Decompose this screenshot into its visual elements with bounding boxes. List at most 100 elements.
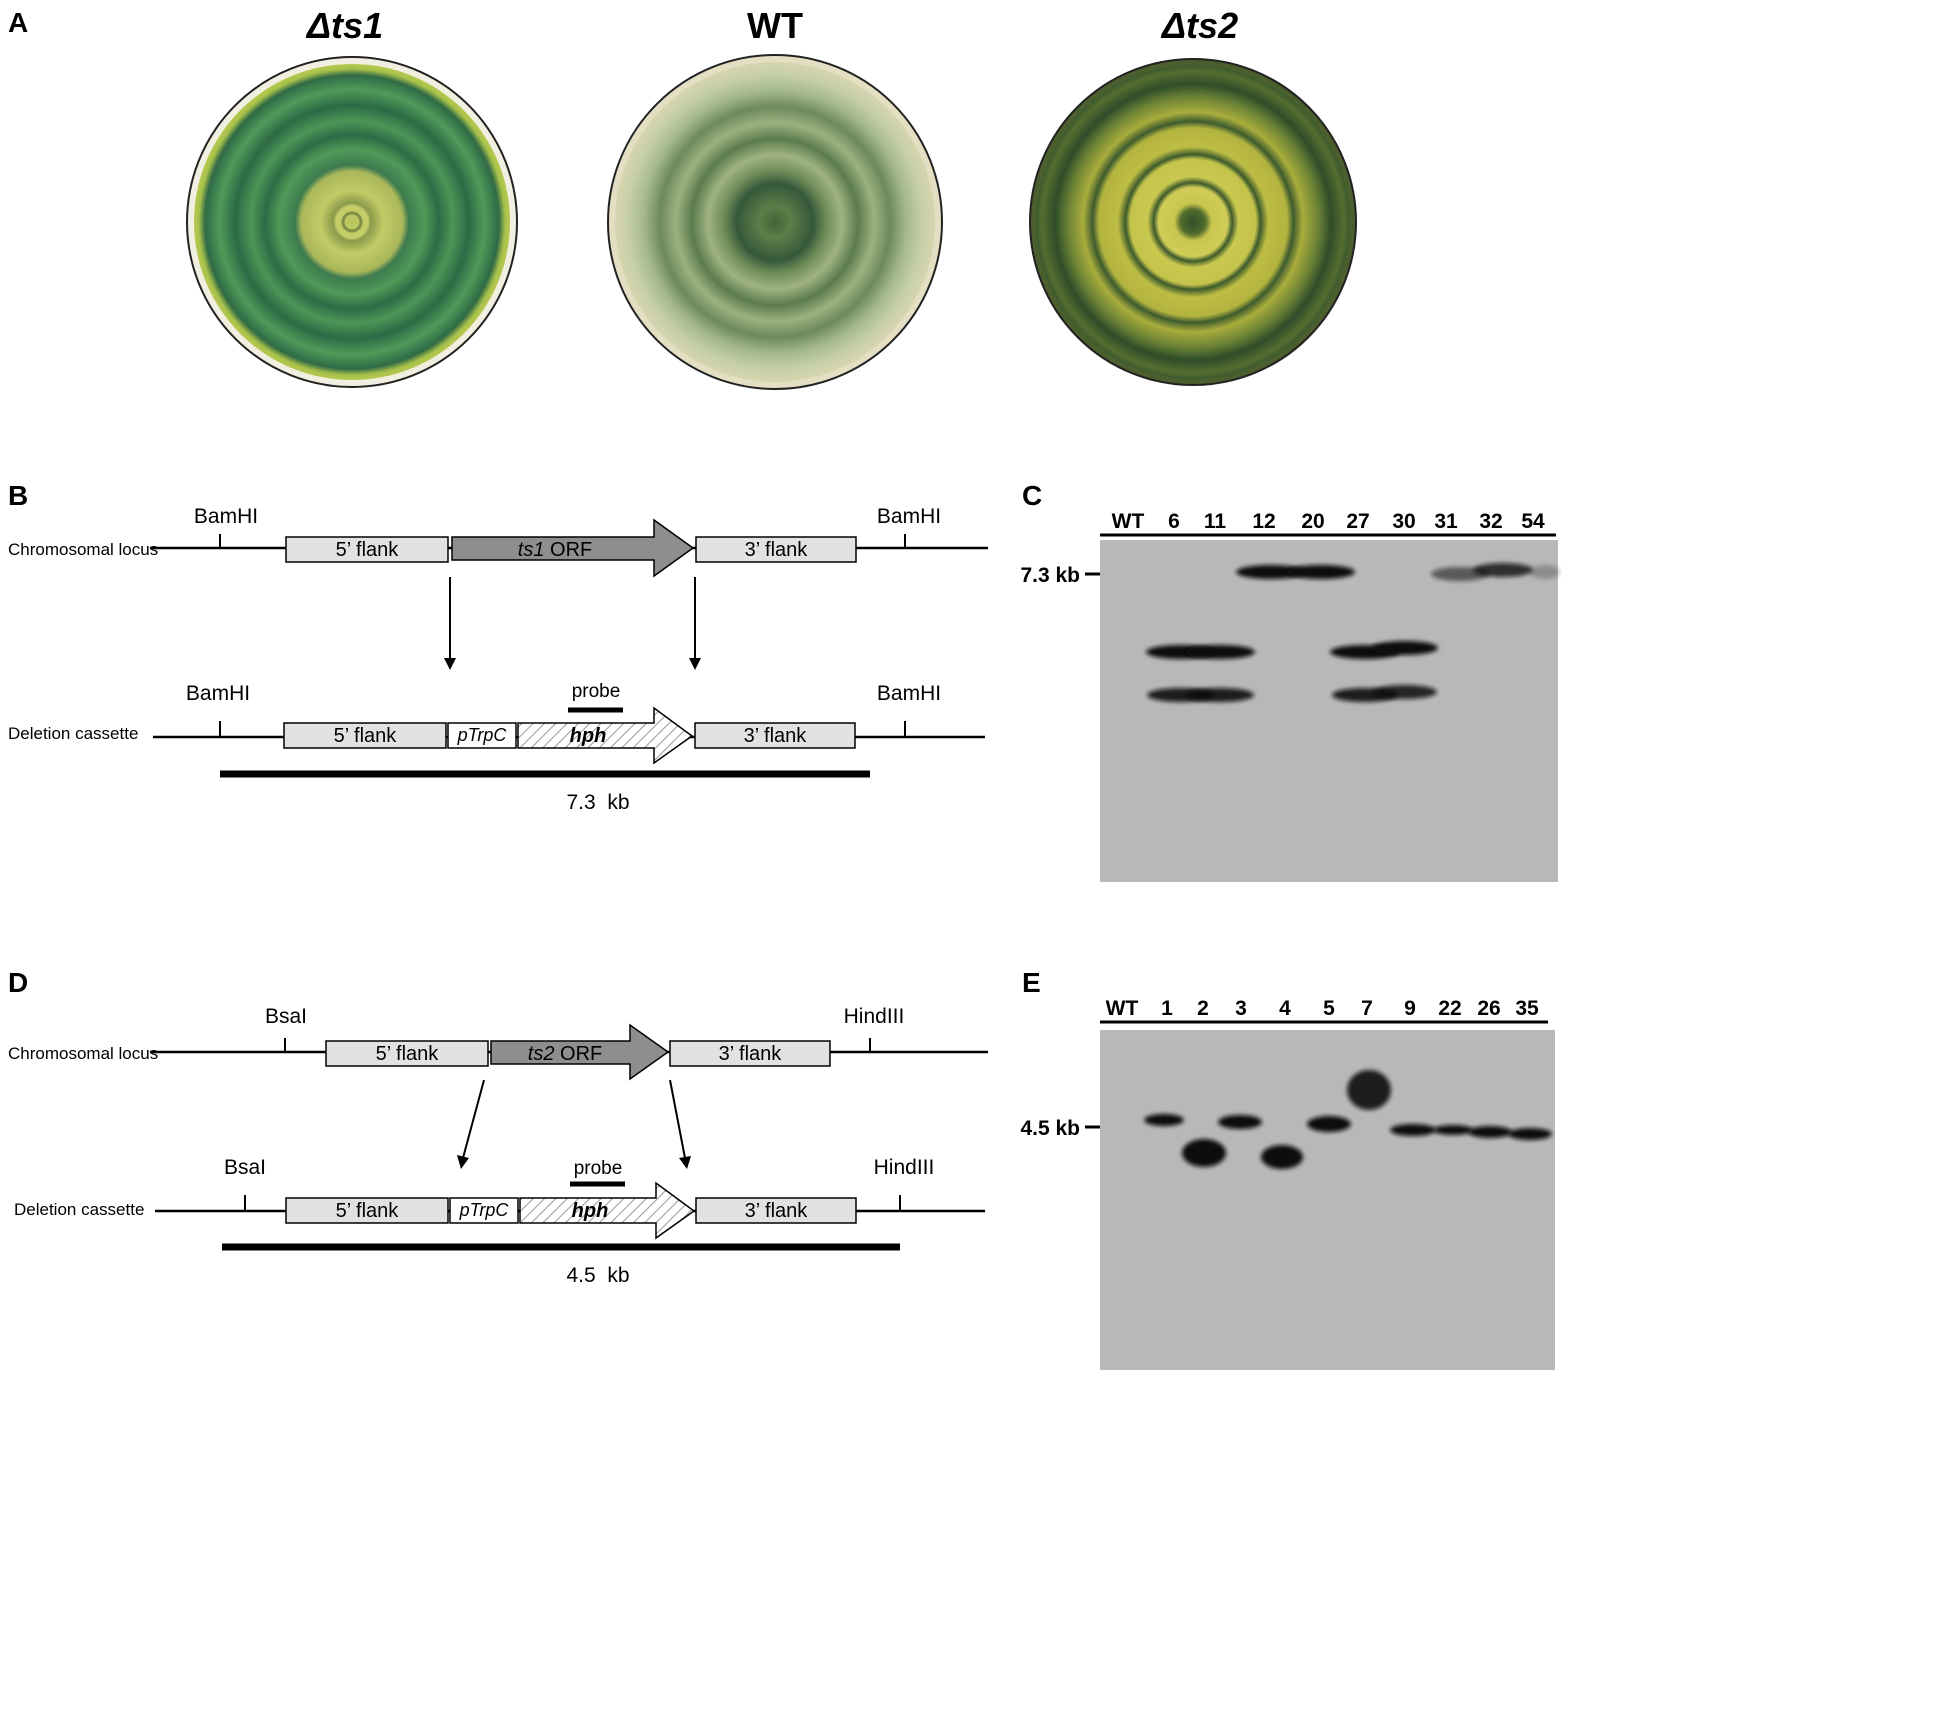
site-bamhi-right-2: BamHI (877, 682, 941, 705)
site-bsai-left-2: BsaI (224, 1156, 266, 1179)
ts2-orf-label: ts2 ORF (528, 1043, 602, 1065)
panel-a: A Δts1 WT Δts2 (8, 5, 1357, 390)
lane-label: 5 (1323, 997, 1335, 1020)
ptrpc-label: pTrpC (457, 725, 508, 745)
chromosomal-locus-label-d: Chromosomal locus (8, 1044, 158, 1063)
blot-band (1218, 1115, 1262, 1129)
plate-ts1 (186, 56, 518, 388)
lane-labels-c: WT 6 11 12 20 27 30 31 32 54 (1112, 510, 1545, 533)
lane-label: 54 (1521, 510, 1545, 533)
chromosomal-locus-label: Chromosomal locus (8, 540, 158, 559)
panel-b-letter: B (8, 480, 28, 511)
bands-c (1146, 563, 1560, 702)
panel-d: D Chromosomal locus BsaI HindIII 5’ flan… (8, 967, 988, 1287)
plate-label-wt: WT (747, 5, 803, 46)
blot-c (1100, 540, 1558, 882)
fragment-size-label-d: 4.5 kb (566, 1264, 629, 1287)
probe-label: probe (572, 681, 621, 702)
blot-band (1236, 565, 1306, 579)
blot-band (1186, 688, 1254, 702)
cassette-flank3-label: 3’ flank (744, 725, 808, 747)
lane-label: 4 (1279, 997, 1291, 1020)
blot-band (1144, 1114, 1184, 1126)
probe-label-d: probe (574, 1158, 623, 1179)
marker-label-c: 7.3 kb (1020, 564, 1080, 587)
flank3-label: 3’ flank (745, 539, 809, 561)
panel-b: B Chromosomal locus BamHI BamHI 5’ flank… (8, 480, 988, 814)
site-hindiii-right-2: HindIII (874, 1156, 935, 1179)
lane-label: 11 (1204, 510, 1227, 533)
lane-label: WT (1112, 510, 1145, 533)
flank3-box (695, 536, 857, 563)
blot-e (1100, 1030, 1555, 1370)
lane-label: 27 (1346, 510, 1369, 533)
site-bamhi-left: BamHI (194, 505, 258, 528)
panel-d-letter: D (8, 967, 28, 998)
lane-label: WT (1106, 997, 1139, 1020)
blot-band (1390, 1124, 1436, 1136)
flank5-box-d (325, 1040, 489, 1067)
lane-label: 31 (1434, 510, 1458, 533)
ts1-orf-label: ts1 ORF (518, 539, 592, 561)
hph-label-d: hph (572, 1200, 609, 1222)
plate-ts2 (1029, 58, 1357, 386)
lane-label: 9 (1404, 997, 1416, 1020)
ts1-orf-arrow (451, 518, 695, 578)
deletion-cassette-label-d: Deletion cassette (14, 1200, 144, 1219)
panel-c: C WT 6 11 12 20 27 30 31 32 54 7.3 kb (1020, 480, 1560, 882)
plate-label-ts1: Δts1 (305, 5, 383, 46)
plate-label-ts2: Δts2 (1160, 5, 1238, 46)
plate-wt (607, 54, 943, 390)
ptrpc-box-d (449, 1197, 519, 1224)
blot-band (1373, 685, 1437, 699)
site-hindiii-right: HindIII (844, 1005, 905, 1028)
cassette-flank5-box (283, 722, 447, 749)
panel-c-letter: C (1022, 480, 1042, 511)
ptrpc-label-d: pTrpC (459, 1200, 510, 1220)
lane-label: 1 (1161, 997, 1173, 1020)
panel-a-letter: A (8, 7, 28, 38)
lane-label: 3 (1235, 997, 1247, 1020)
marker-label-e: 4.5 kb (1020, 1117, 1080, 1140)
lane-label: 6 (1168, 510, 1180, 533)
blot-band (1307, 1116, 1351, 1132)
blot-band (1530, 565, 1560, 579)
blot-band (1473, 563, 1533, 577)
blot-band (1182, 1139, 1226, 1167)
cassette-flank3-box-d (695, 1197, 857, 1224)
blot-band (1433, 1125, 1473, 1135)
flank5-label: 5’ flank (336, 539, 400, 561)
lane-label: 12 (1252, 510, 1275, 533)
flank5-box (285, 536, 449, 563)
flank3-box-d (669, 1040, 831, 1067)
panel-e-letter: E (1022, 967, 1041, 998)
blot-band (1185, 645, 1255, 659)
cassette-flank5-label-d: 5’ flank (336, 1200, 400, 1222)
lane-label: 22 (1438, 997, 1461, 1020)
blot-band (1261, 1145, 1303, 1169)
lane-label: 35 (1515, 997, 1539, 1020)
lane-label: 2 (1197, 997, 1209, 1020)
deletion-cassette-label: Deletion cassette (8, 724, 138, 743)
site-bamhi-left-2: BamHI (186, 682, 250, 705)
blot-band (1287, 565, 1355, 579)
cassette-flank3-label-d: 3’ flank (745, 1200, 809, 1222)
blot-band (1372, 641, 1438, 655)
blot-band (1347, 1070, 1391, 1110)
hph-arrow (517, 706, 694, 765)
lane-label: 30 (1392, 510, 1415, 533)
cassette-flank3-box (694, 722, 856, 749)
ptrpc-box (447, 722, 517, 749)
hph-label: hph (570, 725, 607, 747)
flank3-label-d: 3’ flank (719, 1043, 783, 1065)
ts2-orf-arrow (490, 1023, 670, 1081)
lane-label: 32 (1479, 510, 1502, 533)
cassette-flank5-label: 5’ flank (334, 725, 398, 747)
cassette-flank5-box-d (285, 1197, 449, 1224)
lane-label: 7 (1361, 997, 1373, 1020)
site-bamhi-right: BamHI (877, 505, 941, 528)
blot-band (1508, 1128, 1552, 1140)
lane-label: 20 (1301, 510, 1324, 533)
